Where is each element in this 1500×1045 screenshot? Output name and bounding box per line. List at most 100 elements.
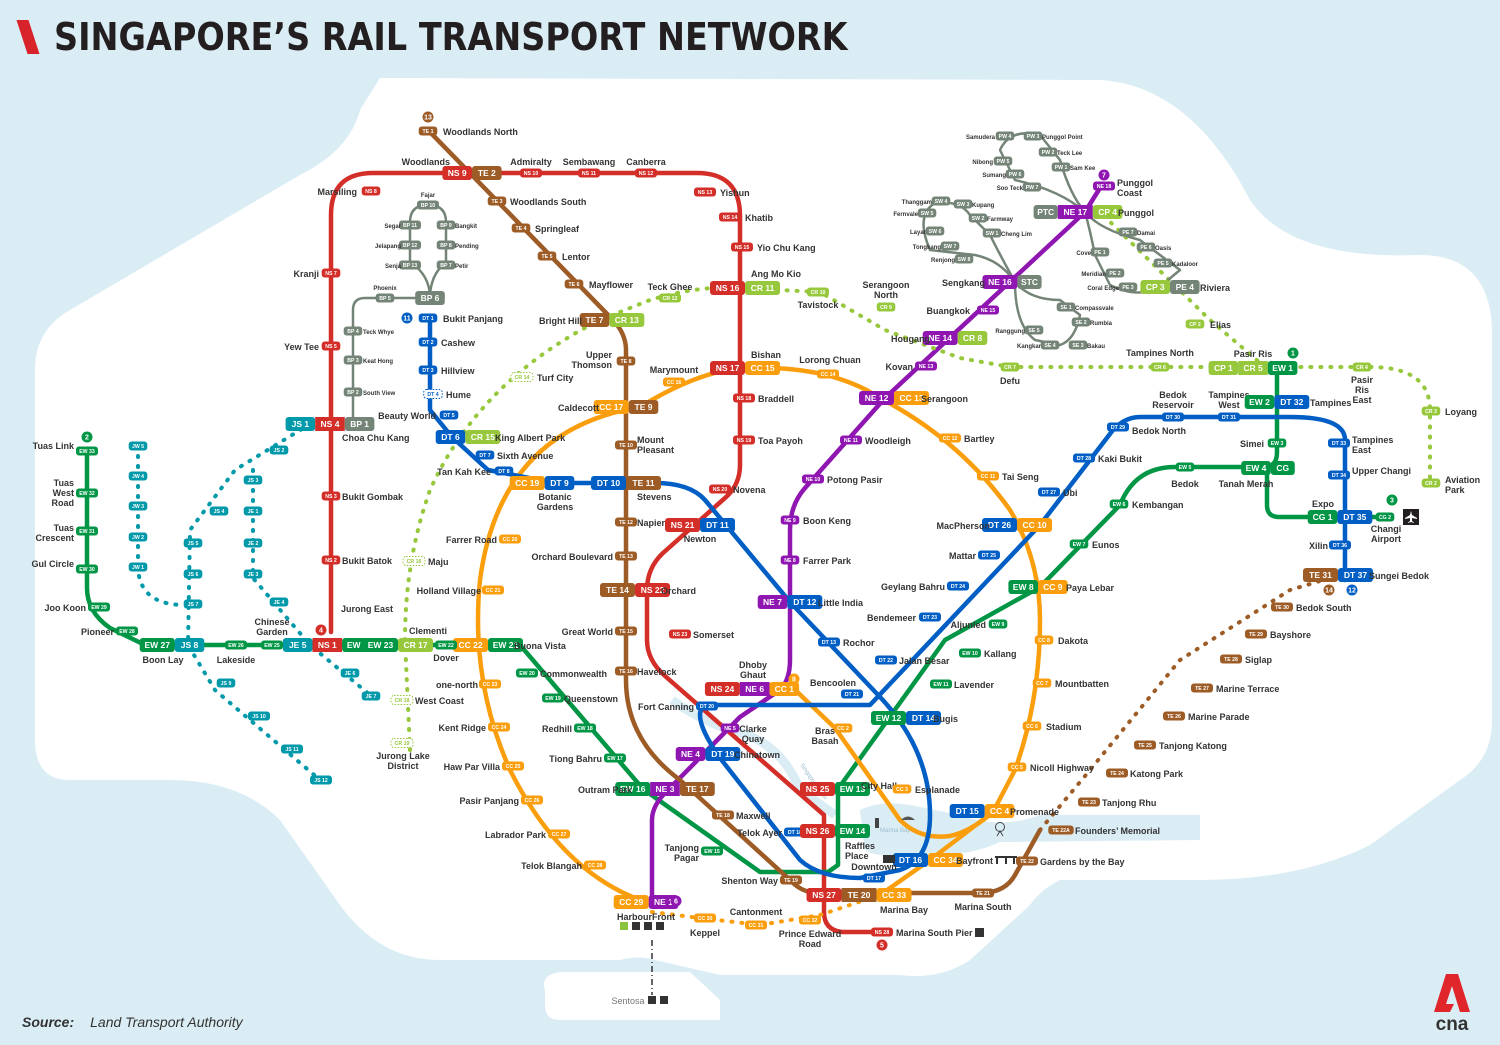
station[interactable]: JE 4 [269,597,289,607]
station[interactable]: JW 5 [128,441,148,451]
station[interactable]: JE 3 [243,569,263,579]
station[interactable]: JS 4 [209,506,229,516]
station[interactable]: JS 2 [269,445,289,455]
station[interactable]: JS 11 [281,744,303,754]
station[interactable]: JS 9 [216,678,236,688]
station[interactable]: JE 2 [243,538,263,548]
station[interactable]: JS 6 [183,569,203,579]
station[interactable]: JS 3 [243,475,263,485]
station[interactable]: JE 6 [340,668,360,678]
station[interactable]: JS 12 [310,775,332,785]
